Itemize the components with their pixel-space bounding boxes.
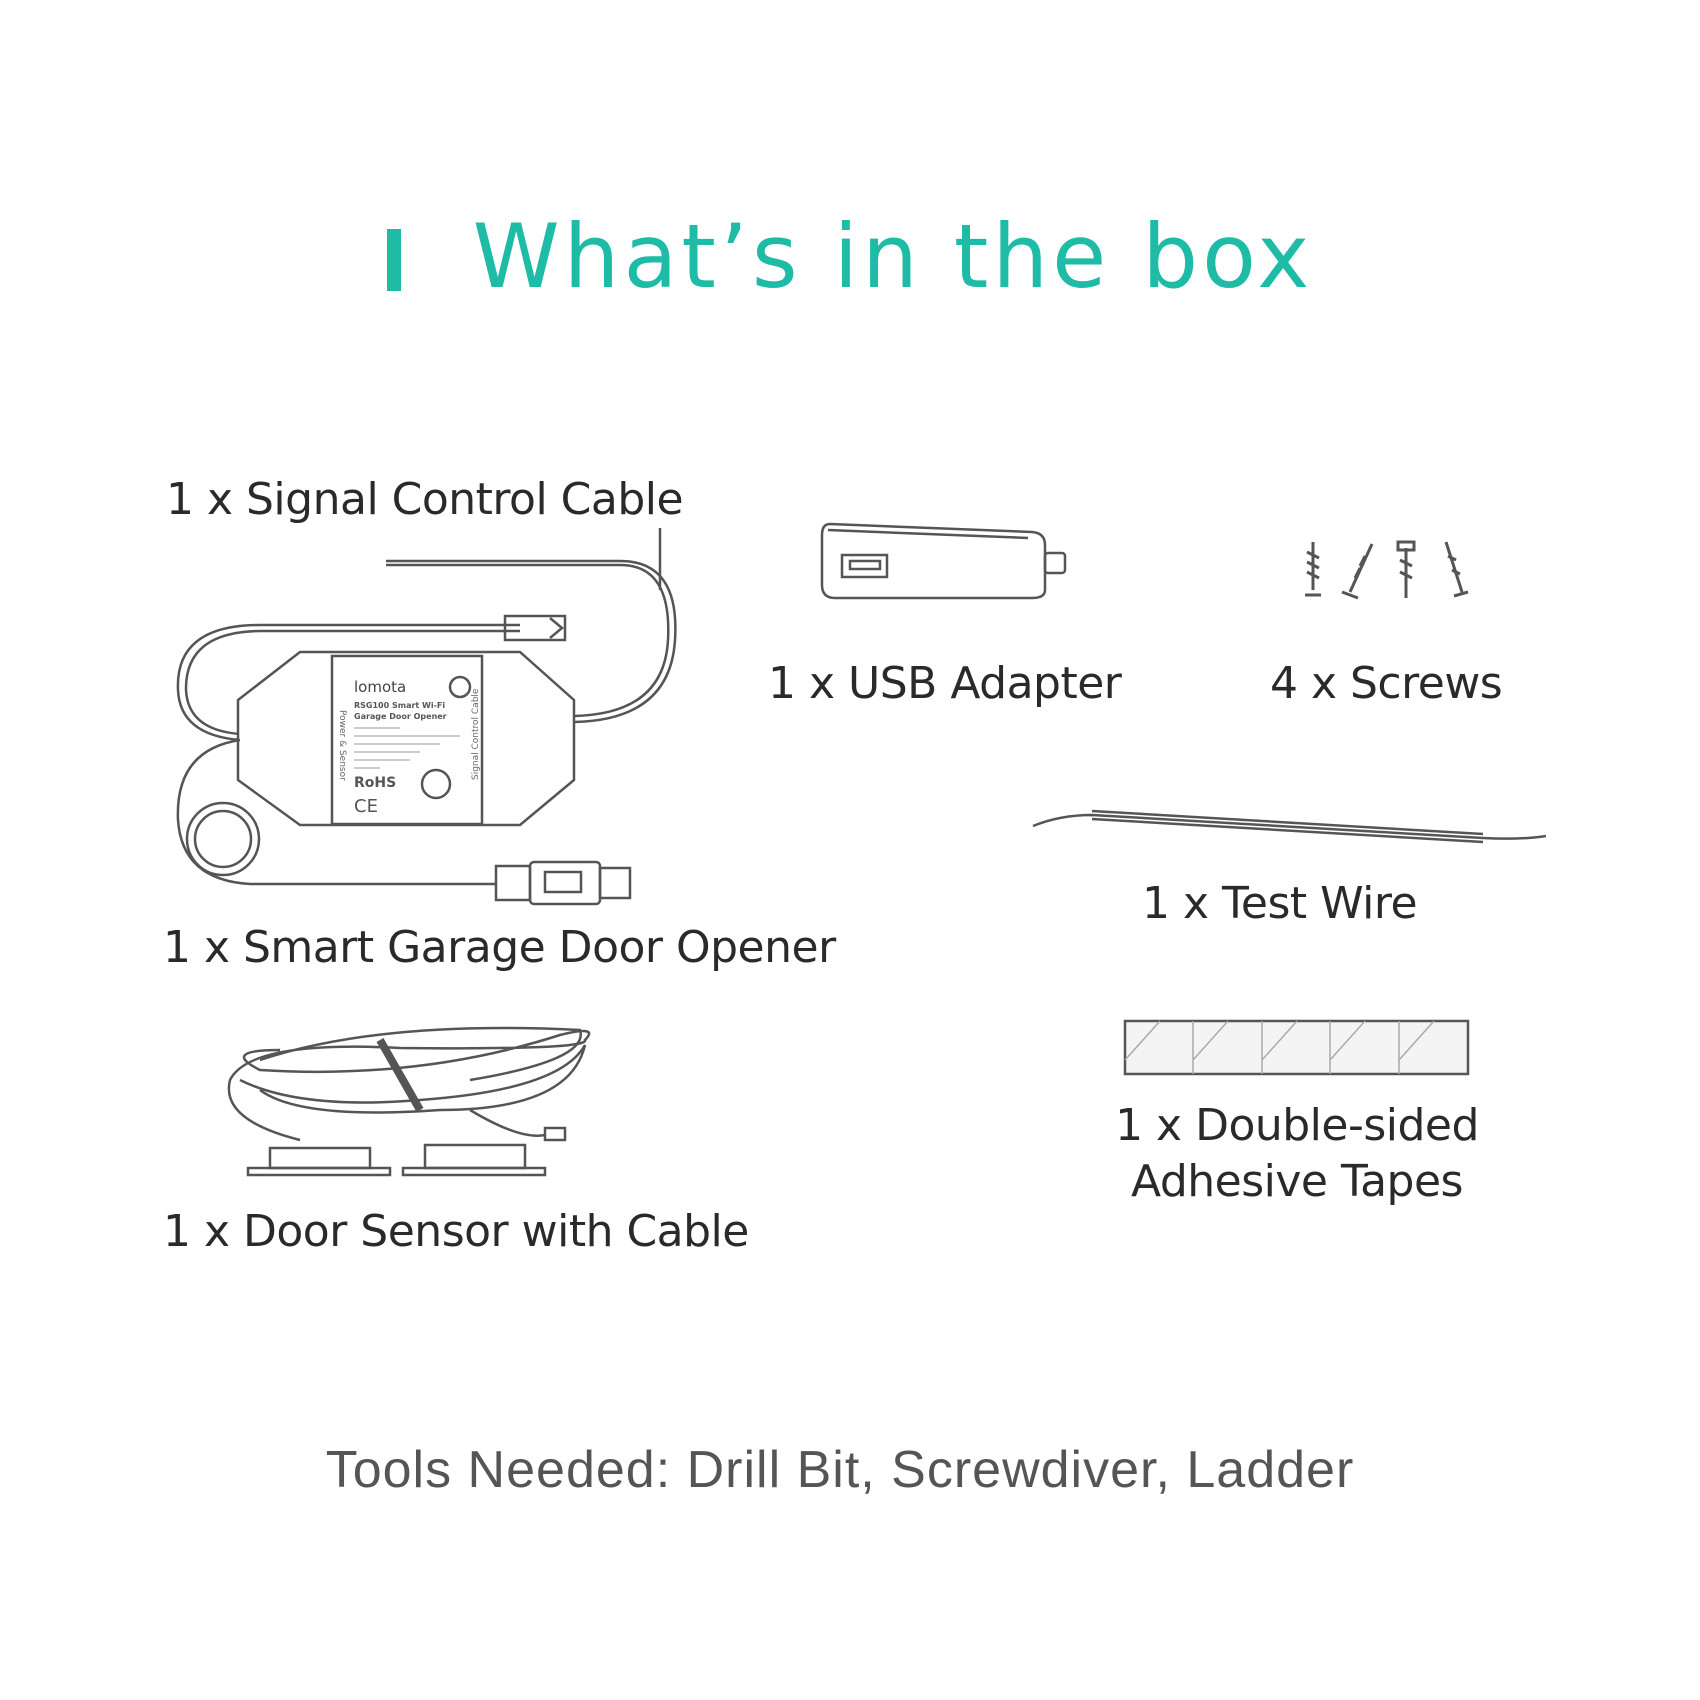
device-product-text: Garage Door Opener [354,712,447,721]
test-wire-illustration [1032,809,1547,844]
tools-needed-text: Tools Needed: Drill Bit, Screwdiver, Lad… [325,1441,1355,1499]
test-wire-label: 1 x Test Wire [1142,878,1418,929]
device-brand-logo: lomota [354,678,406,696]
device-model-text: RSG100 Smart Wi-Fi [354,701,445,710]
usb-adapter-label: 1 x USB Adapter [768,658,1122,709]
signal-control-cable-label: 1 x Signal Control Cable [166,474,684,525]
device-side-label-right: Signal Control Cable [471,688,481,780]
usb-adapter-illustration [820,522,1067,600]
device-side-label-left: Power & Sensor [337,710,347,781]
signal-control-cable-illustration [176,528,677,742]
title-accent-bar [386,229,401,291]
adhesive-tapes-illustration [1123,1019,1470,1076]
smart-garage-door-opener-label: 1 x Smart Garage Door Opener [163,922,836,973]
screws-label: 4 x Screws [1270,658,1503,709]
page-title: What’s in the box [0,205,1700,308]
door-sensor-illustration [227,1026,591,1177]
adhesive-tapes-label-line2: Adhesive Tapes [1131,1156,1463,1207]
door-sensor-label: 1 x Door Sensor with Cable [163,1206,749,1257]
adhesive-tapes-label-line1: 1 x Double-sided [1115,1100,1479,1151]
rohs-mark: RoHS [354,775,396,791]
ce-mark: CE [354,796,378,817]
smart-garage-door-opener-illustration: lomota RSG100 Smart Wi-Fi Garage Door Op… [176,650,632,906]
title-text: What’s in the box [472,205,1314,308]
screws-illustration [1305,540,1469,600]
